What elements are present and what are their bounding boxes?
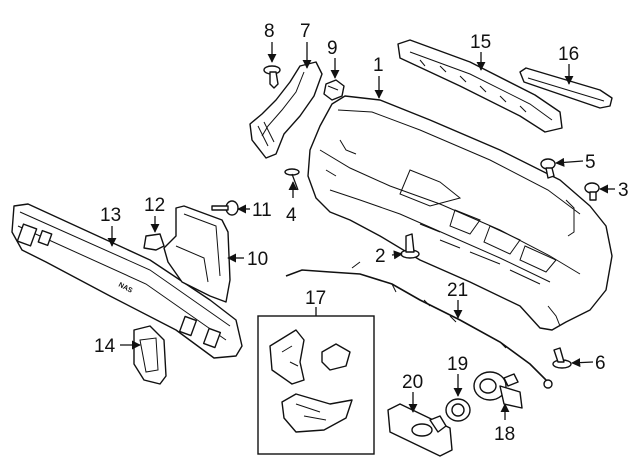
part-17-mud-flap-kit [257,315,375,455]
callout-15: 15 [470,32,491,53]
part-8-push-pin [263,65,281,89]
callout-16: 16 [558,44,579,65]
part-16-reflector [519,67,613,109]
callout-5: 5 [585,152,596,173]
callout-19: 19 [447,354,468,375]
part-18-parking-sensor [473,371,523,409]
callout-7: 7 [300,21,311,42]
callout-2: 2 [375,246,386,267]
part-19-grommet-ring [445,398,471,422]
callout-12: 12 [144,195,165,216]
part-13-impact-bar: NAS [11,203,243,359]
part-3-clip [584,182,600,201]
callout-14: 14 [94,336,116,357]
callout-21: 21 [447,280,468,301]
callout-17: 17 [305,288,326,309]
callout-3: 3 [618,180,629,201]
part-20-sensor-bezel [387,403,453,457]
callout-18: 18 [494,424,515,445]
callout-13: 13 [100,205,121,226]
part-7-side-bracket [249,61,323,159]
part-11-bolt [211,200,239,216]
part-4-screw [284,168,300,191]
callout-6: 6 [595,353,606,374]
part-12-nut-cap [143,233,165,251]
part-9-grommet [323,79,345,101]
part-5-bolt [540,158,556,179]
part-15-step-pad [397,39,563,133]
callout-10: 10 [247,249,268,270]
part-21-wire-harness [285,261,553,389]
callout-8: 8 [264,21,275,42]
leader-lines [107,42,615,420]
callout-11: 11 [252,200,272,221]
part-10-absorber-bracket [163,205,231,303]
part-1-bumper-cover [307,95,613,331]
part-14-module-bracket [133,325,167,385]
callout-1: 1 [373,55,384,76]
callout-9: 9 [327,38,338,59]
callout-numbers: 8 7 9 1 15 16 5 3 4 2 6 11 12 13 10 14 1… [94,21,629,445]
callout-20: 20 [402,372,423,393]
callout-4: 4 [286,205,297,226]
part-6-clip [552,347,572,369]
